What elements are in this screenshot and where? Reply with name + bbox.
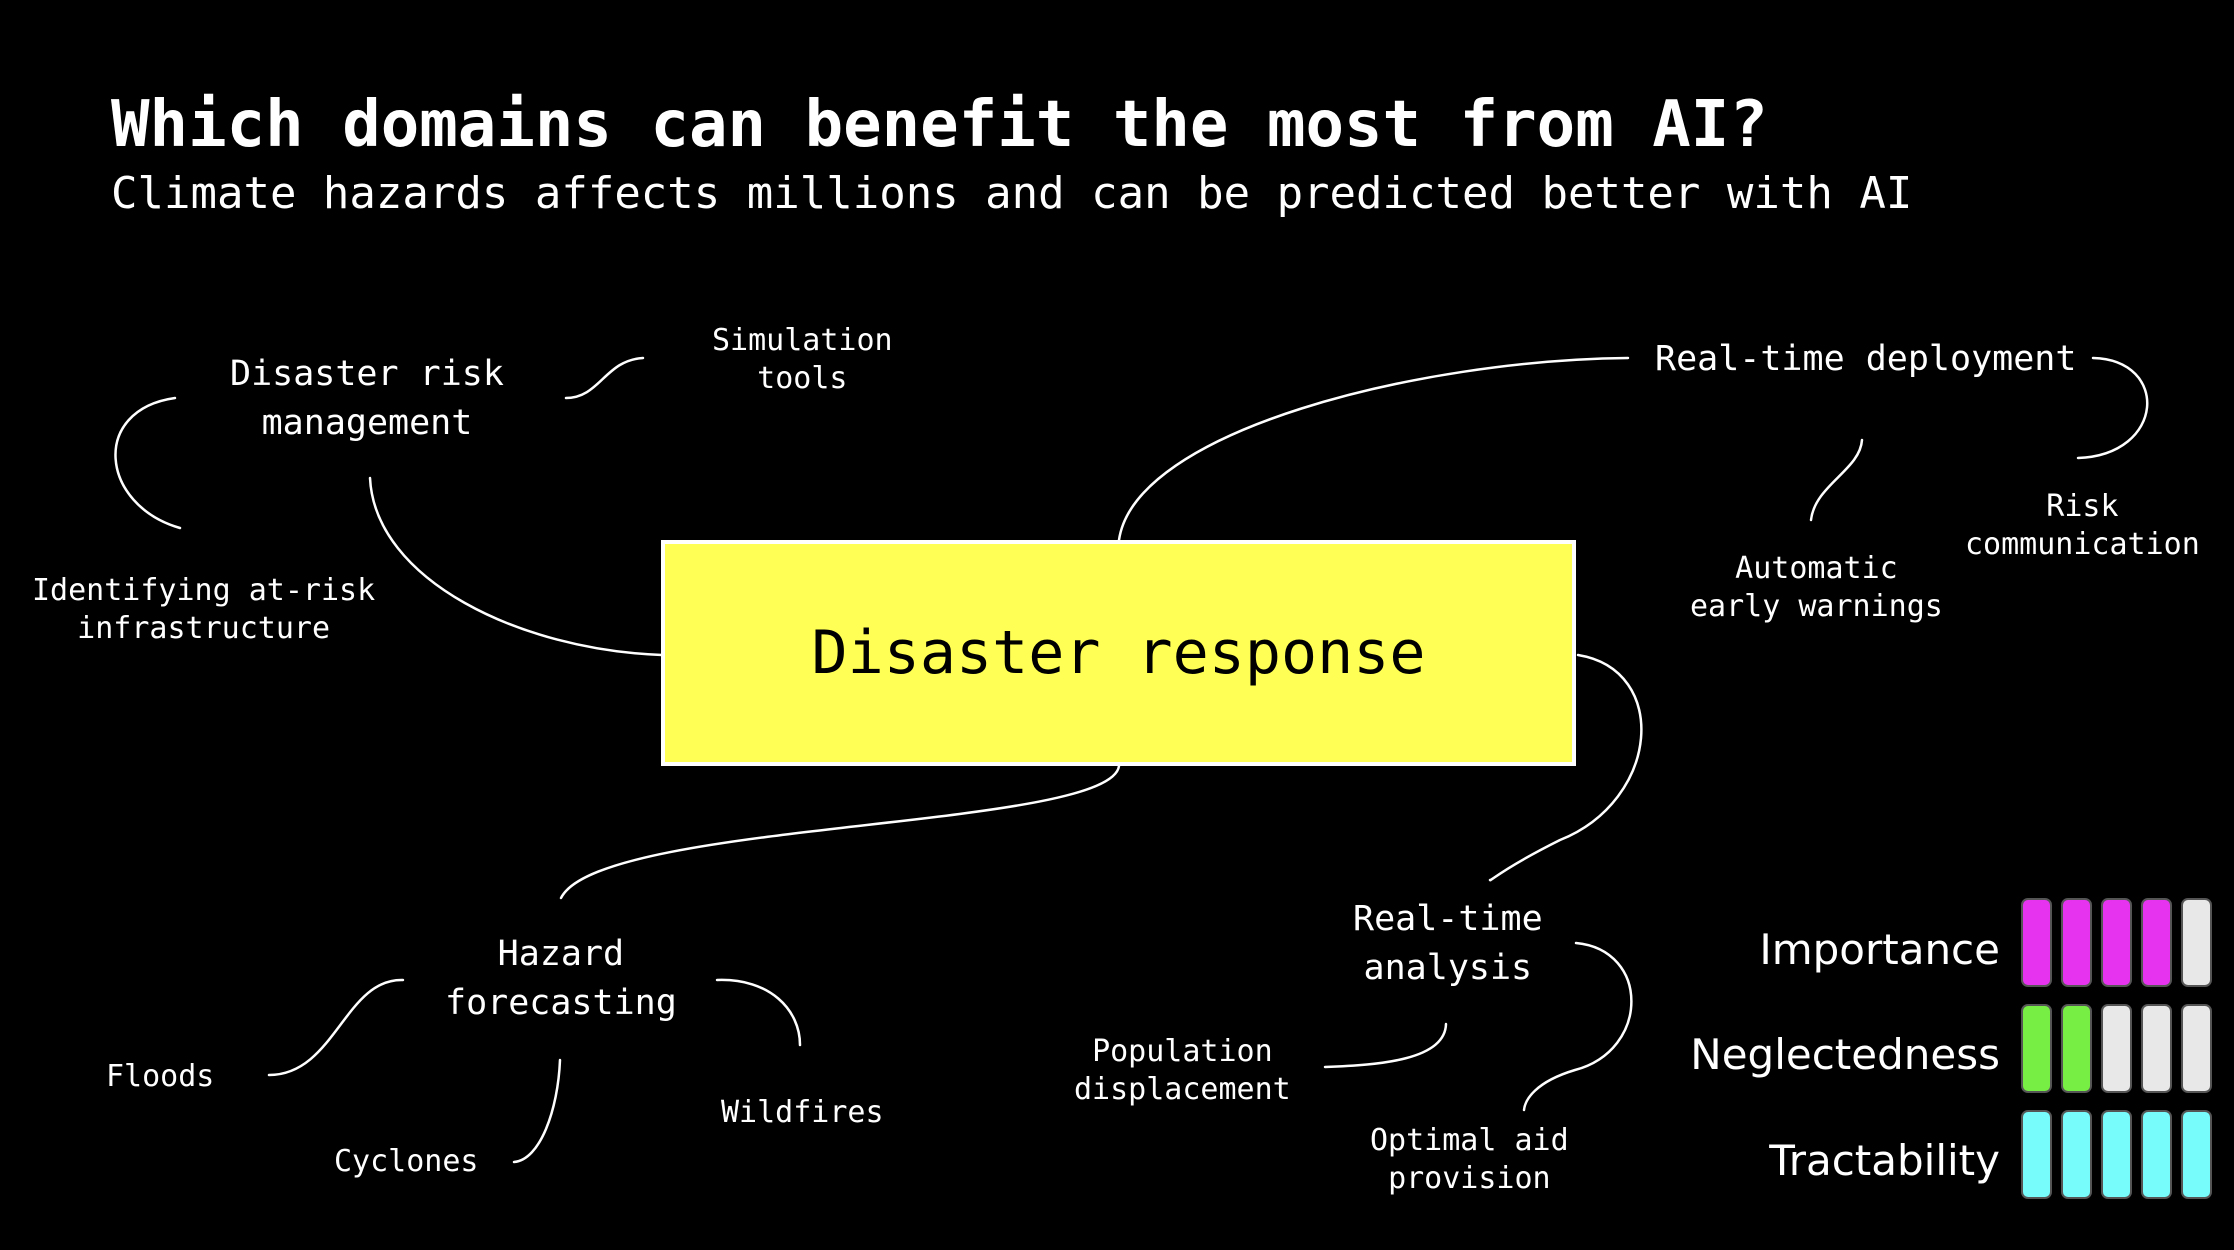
link-hazard-to-floods [267,978,405,1077]
rating-bar-empty [2141,1004,2172,1093]
rating-bar-filled [2141,1110,2172,1199]
node-simulation-tools: Simulation tools [712,323,893,397]
node-population-displacement: Population displacement [1074,1034,1291,1108]
link-deploy-to-riskcomm [2076,356,2149,460]
rating-bar-filled [2061,1110,2092,1199]
legend-tractability-bars [2021,1110,2212,1199]
legend-importance-label: Importance [1759,925,2000,974]
node-wildfires: Wildfires [721,1095,884,1130]
link-risk-to-simulation [564,356,645,400]
rating-bar-empty [2181,1004,2212,1093]
rating-bar-filled [2021,1004,2052,1093]
node-realtime-deployment: Real-time deployment [1655,339,2077,379]
link-risk-to-identifying [114,396,182,530]
rating-bar-filled [2101,1110,2132,1199]
legend-neglectedness-label: Neglectedness [1690,1030,2000,1079]
node-optimal-aid: Optimal aid provision [1370,1123,1569,1197]
link-hazard-to-cyclones [512,1058,562,1164]
rating-bar-filled [2101,898,2132,987]
node-disaster-risk-management: Disaster risk management [230,354,504,443]
rating-bar-filled [2021,1110,2052,1199]
node-automatic-warnings: Automatic early warnings [1690,551,1943,625]
center-node-label: Disaster response [811,618,1426,688]
link-deploy-to-automatic [1809,438,1864,522]
node-cyclones: Cyclones [334,1144,479,1179]
rating-bar-filled [2181,1110,2212,1199]
rating-bar-empty [2101,1004,2132,1093]
link-center-to-deployment [1117,356,1630,542]
link-analysis-to-aid [1522,941,1633,1112]
link-center-to-hazard [559,764,1121,900]
rating-bar-filled [2061,1004,2092,1093]
rating-bar-filled [2021,898,2052,987]
rating-bar-filled [2061,898,2092,987]
center-node: Disaster response [661,540,1576,766]
legend-importance-bars [2021,898,2212,987]
legend-tractability-label: Tractability [1769,1136,2000,1185]
node-risk-communication: Risk communication [1965,489,2200,563]
node-hazard-forecasting: Hazard forecasting [445,934,677,1023]
node-floods: Floods [106,1059,215,1094]
rating-bar-filled [2141,898,2172,987]
slide-title: Which domains can benefit the most from … [111,88,1768,162]
link-risk-to-center [368,476,664,657]
link-hazard-to-wildfires [715,978,802,1047]
link-center-to-analysis [1488,653,1643,882]
node-realtime-analysis: Real-time analysis [1353,899,1543,988]
rating-bar-empty [2181,898,2212,987]
legend-neglectedness-bars [2021,1004,2212,1093]
link-analysis-to-population [1323,1022,1448,1069]
slide-subtitle: Climate hazards affects millions and can… [111,168,1913,219]
node-identifying-infrastructure: Identifying at-risk infrastructure [32,573,376,647]
